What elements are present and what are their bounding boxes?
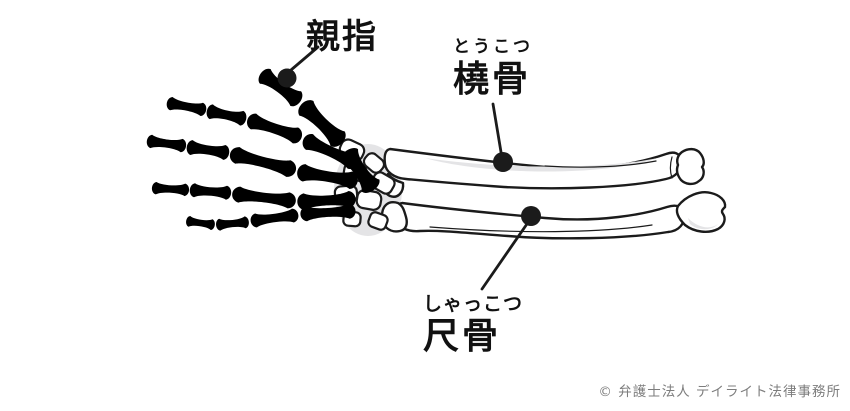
ulna-olecranon [675,191,727,233]
radius-bone [382,147,705,198]
radius-head [675,147,705,186]
thumb-marker-dot [277,68,297,88]
ulna-label-block: しゃっこつ 尺骨 [423,295,523,355]
ulna-leader-line [480,219,531,291]
radius-leader-line [491,102,504,160]
radius-marker-dot [493,152,513,172]
finger-ring [151,181,357,211]
radius-label: 橈骨 [453,59,532,100]
radius-label-block: とうこつ 橈骨 [453,39,533,98]
ulna-bone [380,191,727,240]
ulna-label: 尺骨 [423,316,502,357]
ulna-wrist-end [380,201,408,233]
radius-furigana: とうこつ [453,37,533,57]
ulna-marker-dot [521,206,541,226]
ulna-furigana: しゃっこつ [423,293,524,315]
thumb-leader-line [289,45,320,72]
finger-middle [145,134,360,191]
copyright-text: © 弁護士法人 デイライト法律事務所 [598,384,841,400]
thumb-label: 親指 [306,17,378,57]
finger-pinky [185,203,357,232]
